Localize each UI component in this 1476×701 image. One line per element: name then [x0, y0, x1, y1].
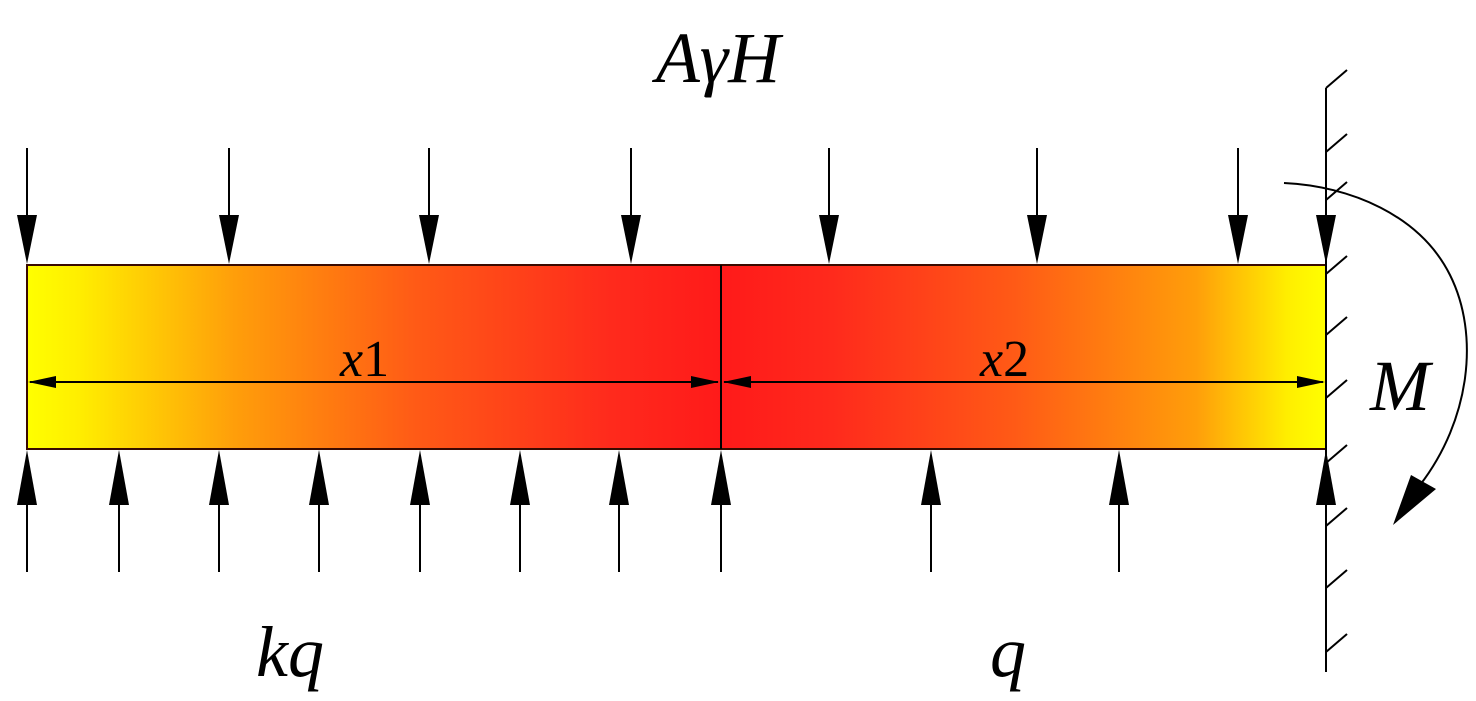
top-load-label: AγH — [652, 18, 784, 98]
down-arrow-icon — [419, 148, 439, 264]
down-arrow-icon — [17, 148, 37, 264]
up-arrow-icon — [410, 450, 430, 572]
up-arrow-icon — [711, 450, 731, 572]
dimension-arrow-right-icon — [691, 376, 719, 388]
moment-arrow-icon — [1283, 182, 1468, 525]
down-arrow-icon — [1027, 148, 1047, 264]
beam — [26, 264, 1327, 450]
up-arrow-icon — [309, 450, 329, 572]
up-arrow-icon — [921, 450, 941, 572]
bottom-right-load-label: q — [990, 612, 1026, 692]
down-arrow-icon — [819, 148, 839, 264]
up-arrow-icon — [209, 450, 229, 572]
fixed-wall-support — [1325, 69, 1348, 672]
up-arrow-icon — [17, 450, 37, 572]
dimension-x2 — [723, 376, 1325, 388]
down-arrow-icon — [621, 148, 641, 264]
dimension-arrow-left-icon — [723, 376, 751, 388]
top-load-arrows — [17, 148, 1336, 264]
beam-body — [26, 264, 1327, 450]
down-arrow-icon — [1228, 148, 1248, 264]
segment-2-label: x2 — [979, 331, 1029, 388]
up-arrow-icon — [510, 450, 530, 572]
dimension-arrow-left-icon — [28, 376, 56, 388]
up-arrow-icon — [109, 450, 129, 572]
up-arrow-icon — [1109, 450, 1129, 572]
dimension-x1 — [28, 376, 719, 388]
dimension-arrow-right-icon — [1297, 376, 1325, 388]
down-arrow-icon — [219, 148, 239, 264]
up-arrow-icon — [609, 450, 629, 572]
bottom-load-arrows — [17, 450, 1336, 572]
bottom-left-load-label: kq — [256, 612, 324, 692]
segment-1-label: x1 — [339, 331, 389, 388]
moment-label: M — [1369, 346, 1434, 426]
